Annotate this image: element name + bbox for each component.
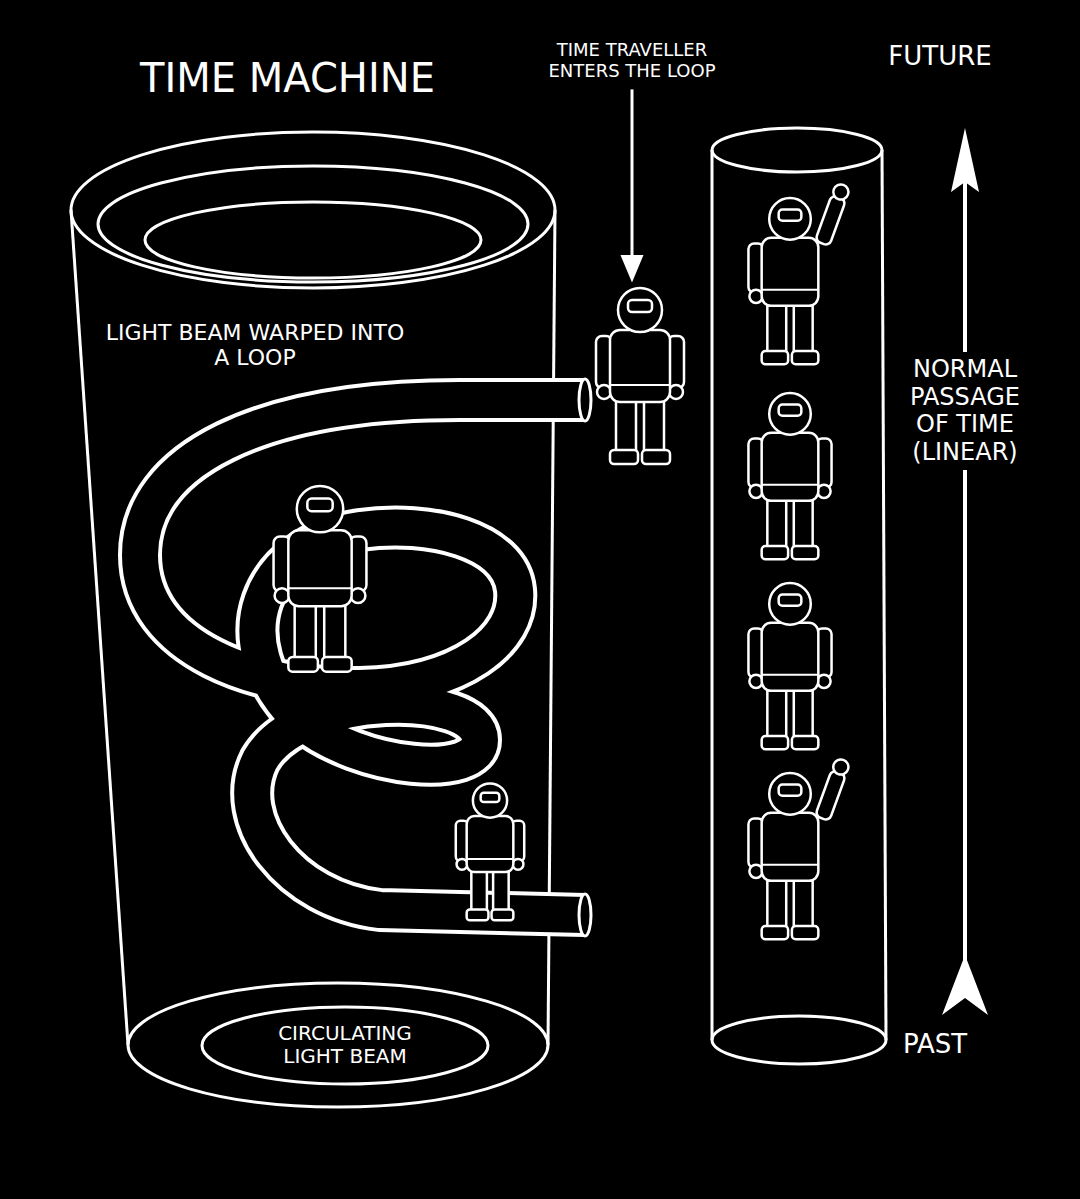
figure-body xyxy=(610,330,670,402)
figure-foot xyxy=(792,736,818,749)
beam-note: CIRCULATING LIGHT BEAM xyxy=(255,1022,435,1068)
figure-body xyxy=(762,623,819,691)
figure-helmet xyxy=(473,783,507,817)
figure-foot xyxy=(610,450,638,464)
cylinder-top-rim xyxy=(71,132,555,288)
figure-visor xyxy=(481,793,500,802)
figure-belt xyxy=(762,484,819,486)
time-axis-note: NORMAL PASSAGE OF TIME (LINEAR) xyxy=(890,352,1040,470)
figure-leg xyxy=(794,877,813,930)
figure-leg xyxy=(794,302,813,355)
coil-outline xyxy=(140,400,585,915)
time-traveller-figure xyxy=(456,783,524,920)
time-traveller-figure xyxy=(748,757,850,939)
figure-leg xyxy=(767,302,786,355)
figure-foot xyxy=(792,926,818,939)
figure-helmet xyxy=(769,393,811,435)
figure-leg xyxy=(767,687,786,740)
figure-leg xyxy=(295,602,316,661)
figure-body xyxy=(762,813,819,881)
figure-leg xyxy=(767,497,786,550)
figure-helmet xyxy=(769,773,811,815)
figure-foot xyxy=(322,657,352,672)
circulating-beam-ellipse xyxy=(202,1007,488,1084)
figure-foot xyxy=(762,736,788,749)
figure-foot xyxy=(792,351,818,364)
figure-body xyxy=(288,530,351,606)
timeline-tube-bottom xyxy=(712,1016,886,1064)
time-machine-cylinder: TIME MACHINE LIGHT BEAM WARPED INTO A LOO… xyxy=(60,40,570,1150)
figure-body xyxy=(762,238,819,306)
figure-leg xyxy=(471,869,487,913)
figure-belt xyxy=(288,587,351,589)
time-arrow-head xyxy=(951,128,979,192)
figure-visor xyxy=(628,300,652,312)
figure-helmet xyxy=(618,288,662,332)
figure-belt xyxy=(762,289,819,291)
loop-note: LIGHT BEAM WARPED INTO A LOOP xyxy=(105,320,405,371)
figure-leg xyxy=(794,497,813,550)
coil-open-end xyxy=(579,894,591,936)
time-traveller-figure xyxy=(748,182,850,364)
time-arrow-tail xyxy=(942,955,988,1015)
time-traveller-figure xyxy=(748,393,831,559)
timeline-tube-side xyxy=(711,150,714,1040)
figure-leg xyxy=(616,398,636,454)
light-beam-coil xyxy=(140,379,591,936)
figure-hand xyxy=(831,182,850,201)
time-traveller-figure xyxy=(274,486,367,672)
figure-visor xyxy=(779,404,802,415)
figure-leg xyxy=(324,602,345,661)
timeline-tube-side xyxy=(882,150,886,1040)
figure-belt xyxy=(610,384,670,386)
figure-helmet xyxy=(769,198,811,240)
figure-hand xyxy=(831,757,850,776)
figure-foot xyxy=(762,926,788,939)
figure-foot xyxy=(288,657,318,672)
future-label: FUTURE xyxy=(860,42,1020,72)
figure-foot xyxy=(642,450,670,464)
figure-leg xyxy=(493,869,509,913)
timeline-tube-top xyxy=(712,128,882,172)
time-arrow-shaft xyxy=(963,170,967,990)
figure-foot xyxy=(762,351,788,364)
cylinder-top-beam xyxy=(98,166,528,282)
machine-title: TIME MACHINE xyxy=(140,55,435,101)
cylinder-bottom-rim xyxy=(128,983,548,1107)
time-traveller-figure xyxy=(596,288,684,464)
figure-belt xyxy=(762,674,819,676)
figure-foot xyxy=(492,909,514,920)
figure-arm xyxy=(815,195,846,246)
figure-helmet xyxy=(769,583,811,625)
figure-leg xyxy=(644,398,664,454)
figure-leg xyxy=(794,687,813,740)
circulating-beam-ring: CIRCULATING LIGHT BEAM xyxy=(200,1005,490,1086)
time-traveller-figure xyxy=(748,583,831,749)
figure-visor xyxy=(779,209,802,220)
figure-arm xyxy=(815,770,846,821)
figure-body xyxy=(467,816,514,872)
past-label: PAST xyxy=(875,1030,995,1060)
figure-visor xyxy=(779,594,802,605)
figure-foot xyxy=(467,909,489,920)
entry-note: TIME TRAVELLER ENTERS THE LOOP xyxy=(532,40,732,81)
figure-belt xyxy=(762,864,819,866)
figure-leg xyxy=(767,877,786,930)
figure-helmet xyxy=(297,486,343,532)
figure-visor xyxy=(779,784,802,795)
leader-arrow xyxy=(631,89,634,268)
figure-foot xyxy=(792,546,818,559)
figure-belt xyxy=(467,858,514,860)
figure-visor xyxy=(307,499,332,512)
figure-body xyxy=(762,433,819,501)
traveller-figures xyxy=(274,182,851,939)
coil-open-end xyxy=(579,379,591,421)
leader-arrow-head xyxy=(622,256,642,280)
figure-foot xyxy=(762,546,788,559)
coil-inside xyxy=(140,400,585,915)
cylinder-top-inner xyxy=(145,202,481,278)
